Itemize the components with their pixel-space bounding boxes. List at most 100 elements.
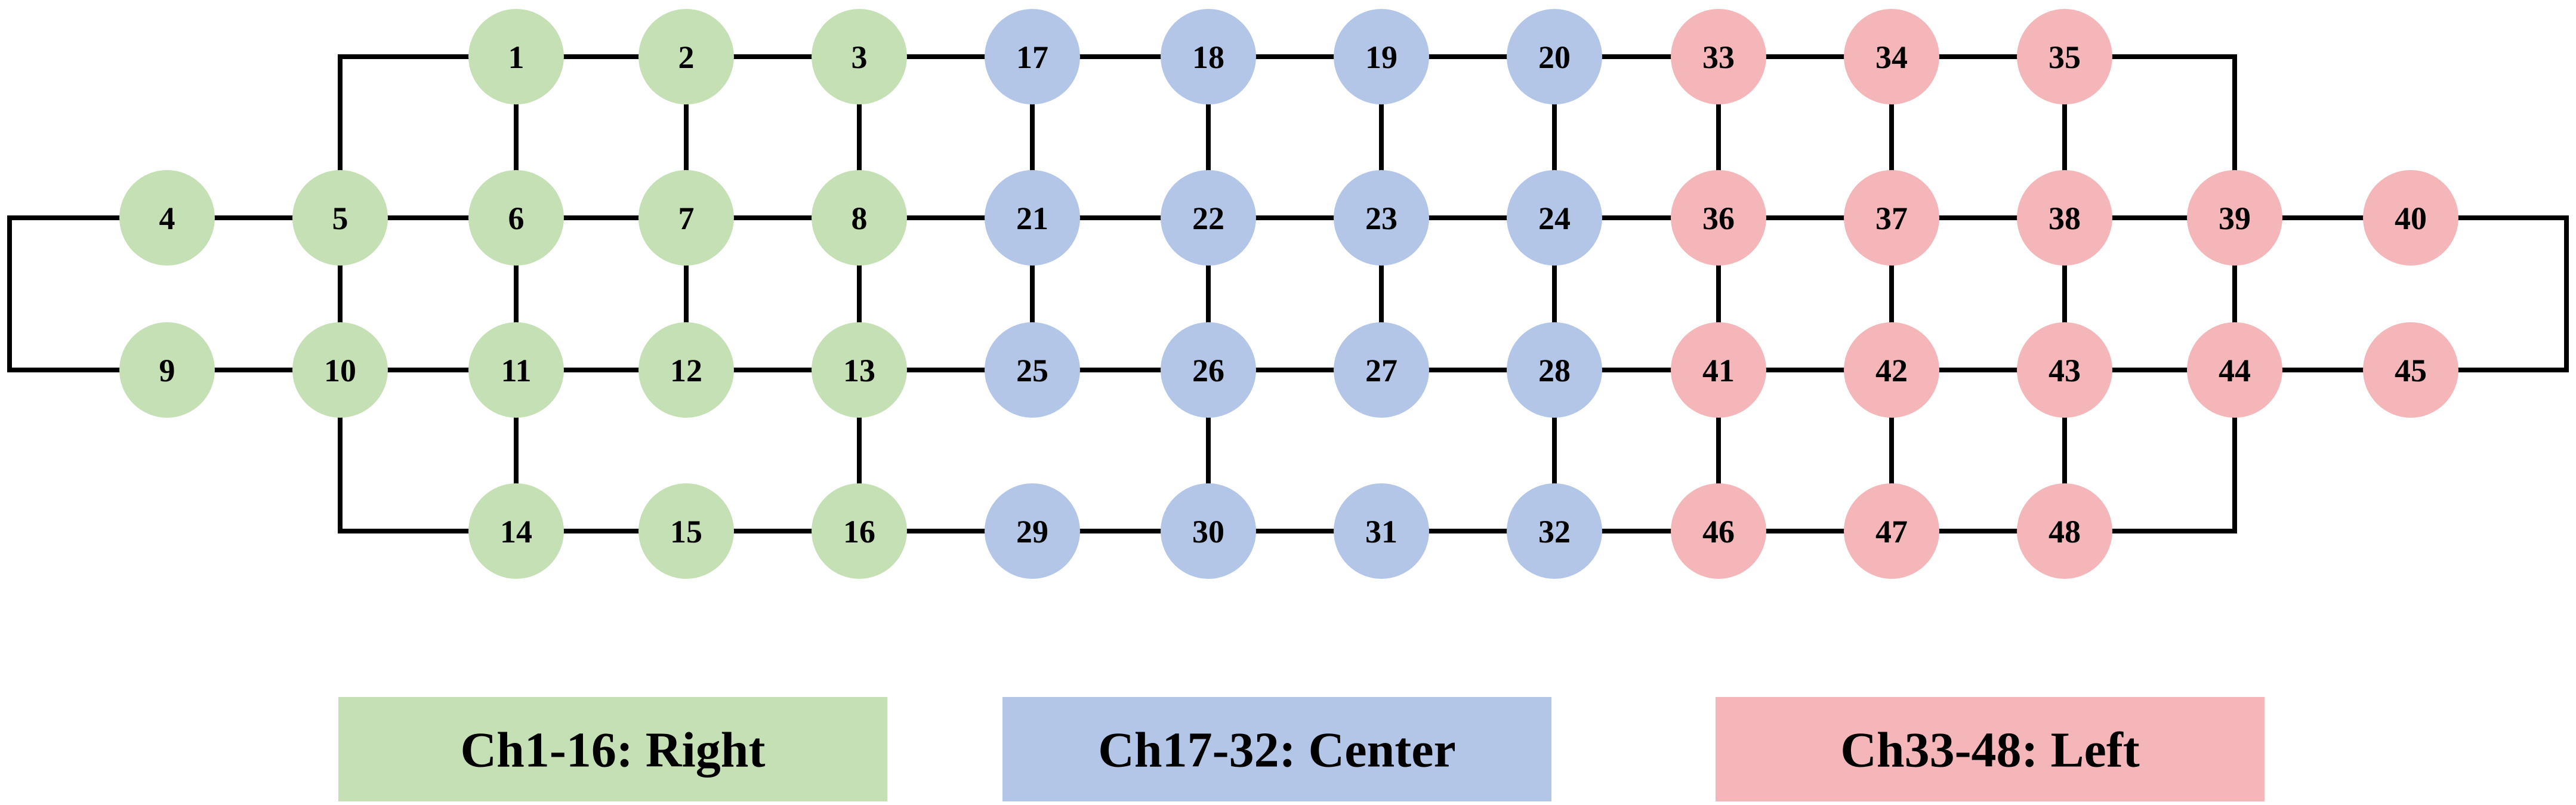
legend-label: Ch1-16: Right — [460, 723, 765, 778]
channel-circle — [1844, 170, 1939, 266]
channel-circle — [1334, 9, 1429, 104]
channel-label: 33 — [1702, 39, 1735, 75]
channel-label: 28 — [1538, 353, 1571, 388]
channel-node-2: 2 — [638, 9, 734, 104]
legend-swatch — [1716, 697, 2265, 801]
channel-label: 22 — [1192, 201, 1224, 236]
channel-node-29: 29 — [985, 483, 1080, 579]
channel-node-22: 22 — [1161, 170, 1256, 266]
channel-node-6: 6 — [468, 170, 564, 266]
channel-node-28: 28 — [1507, 322, 1602, 418]
channel-node-33: 33 — [1671, 9, 1766, 104]
channel-circle — [1844, 322, 1939, 418]
channel-node-1: 1 — [468, 9, 564, 104]
channel-label: 15 — [670, 514, 702, 550]
channel-node-14: 14 — [468, 483, 564, 579]
channel-label: 27 — [1365, 353, 1397, 388]
channel-node-26: 26 — [1161, 322, 1256, 418]
channel-circle — [985, 483, 1080, 579]
channel-node-3: 3 — [812, 9, 907, 104]
channel-circle — [1161, 9, 1256, 104]
channel-node-37: 37 — [1844, 170, 1939, 266]
channel-node-39: 39 — [2187, 170, 2282, 266]
channel-node-35: 35 — [2017, 9, 2112, 104]
channel-node-42: 42 — [1844, 322, 1939, 418]
channel-node-15: 15 — [638, 483, 734, 579]
channel-node-36: 36 — [1671, 170, 1766, 266]
channel-label: 1 — [508, 39, 525, 75]
channel-circle — [468, 322, 564, 418]
channel-label: 32 — [1538, 514, 1571, 550]
channel-label: 9 — [159, 353, 175, 388]
legend-label: Ch33-48: Left — [1840, 723, 2140, 778]
channel-circle — [2363, 170, 2458, 266]
channel-circle — [1334, 322, 1429, 418]
channel-circle — [1671, 322, 1766, 418]
channel-node-47: 47 — [1844, 483, 1939, 579]
channel-label: 34 — [1875, 39, 1908, 75]
channel-circle — [2017, 322, 2112, 418]
channel-circle — [2017, 9, 2112, 104]
channel-label: 40 — [2395, 201, 2427, 236]
channel-label: 12 — [670, 353, 702, 388]
channel-node-10: 10 — [292, 322, 388, 418]
connection-10-14 — [338, 368, 519, 533]
legend: Ch1-16: Right Ch17-32: Center Ch33-48: Lef… — [338, 697, 2265, 801]
channel-node-46: 46 — [1671, 483, 1766, 579]
channel-node-40: 40 — [2363, 170, 2458, 266]
channel-label: 23 — [1365, 201, 1397, 236]
channel-label: 47 — [1875, 514, 1908, 550]
channel-circle — [2187, 170, 2282, 266]
channel-circle — [638, 170, 734, 266]
channel-node-21: 21 — [985, 170, 1080, 266]
channel-circle — [985, 322, 1080, 418]
channel-node-5: 5 — [292, 170, 388, 266]
channel-label: 36 — [1702, 201, 1735, 236]
channel-node-48: 48 — [2017, 483, 2112, 579]
channel-circle — [1671, 483, 1766, 579]
connection-35-39 — [2062, 54, 2237, 220]
channel-label: 8 — [852, 201, 868, 236]
channel-node-20: 20 — [1507, 9, 1602, 104]
channel-circle — [985, 9, 1080, 104]
channel-circle — [1671, 170, 1766, 266]
channel-circle — [1671, 9, 1766, 104]
channel-circle — [2017, 483, 2112, 579]
channel-circle — [1844, 9, 1939, 104]
channel-node-19: 19 — [1334, 9, 1429, 104]
channel-node-25: 25 — [985, 322, 1080, 418]
connection-5-1 — [338, 54, 519, 220]
channel-node-45: 45 — [2363, 322, 2458, 418]
channel-label: 35 — [2049, 39, 2081, 75]
channel-node-30: 30 — [1161, 483, 1256, 579]
channel-label: 46 — [1702, 514, 1735, 550]
channel-node-12: 12 — [638, 322, 734, 418]
channel-label: 45 — [2395, 353, 2427, 388]
channel-node-44: 44 — [2187, 322, 2282, 418]
channel-circle — [1507, 322, 1602, 418]
channel-label: 41 — [1702, 353, 1735, 388]
channel-circle — [812, 483, 907, 579]
channel-label: 14 — [500, 514, 532, 550]
connection-48-44 — [2062, 368, 2237, 533]
channel-circle — [2187, 322, 2282, 418]
channel-label: 25 — [1016, 353, 1048, 388]
legend-swatch — [338, 697, 887, 801]
channel-label: 30 — [1192, 514, 1224, 550]
channel-circle — [638, 322, 734, 418]
channel-circle — [119, 170, 215, 266]
channel-node-9: 9 — [119, 322, 215, 418]
channel-node-7: 7 — [638, 170, 734, 266]
channel-circle — [1507, 170, 1602, 266]
channel-label: 19 — [1365, 39, 1397, 75]
channel-label: 11 — [501, 353, 531, 388]
channel-label: 29 — [1016, 514, 1048, 550]
channel-label: 21 — [1016, 201, 1048, 236]
channel-label: 6 — [508, 201, 525, 236]
channel-label: 48 — [2049, 514, 2081, 550]
channel-node-24: 24 — [1507, 170, 1602, 266]
legend-label: Ch17-32: Center — [1098, 723, 1456, 778]
channel-label: 43 — [2049, 353, 2081, 388]
channel-label: 10 — [324, 353, 356, 388]
channel-circle — [468, 170, 564, 266]
